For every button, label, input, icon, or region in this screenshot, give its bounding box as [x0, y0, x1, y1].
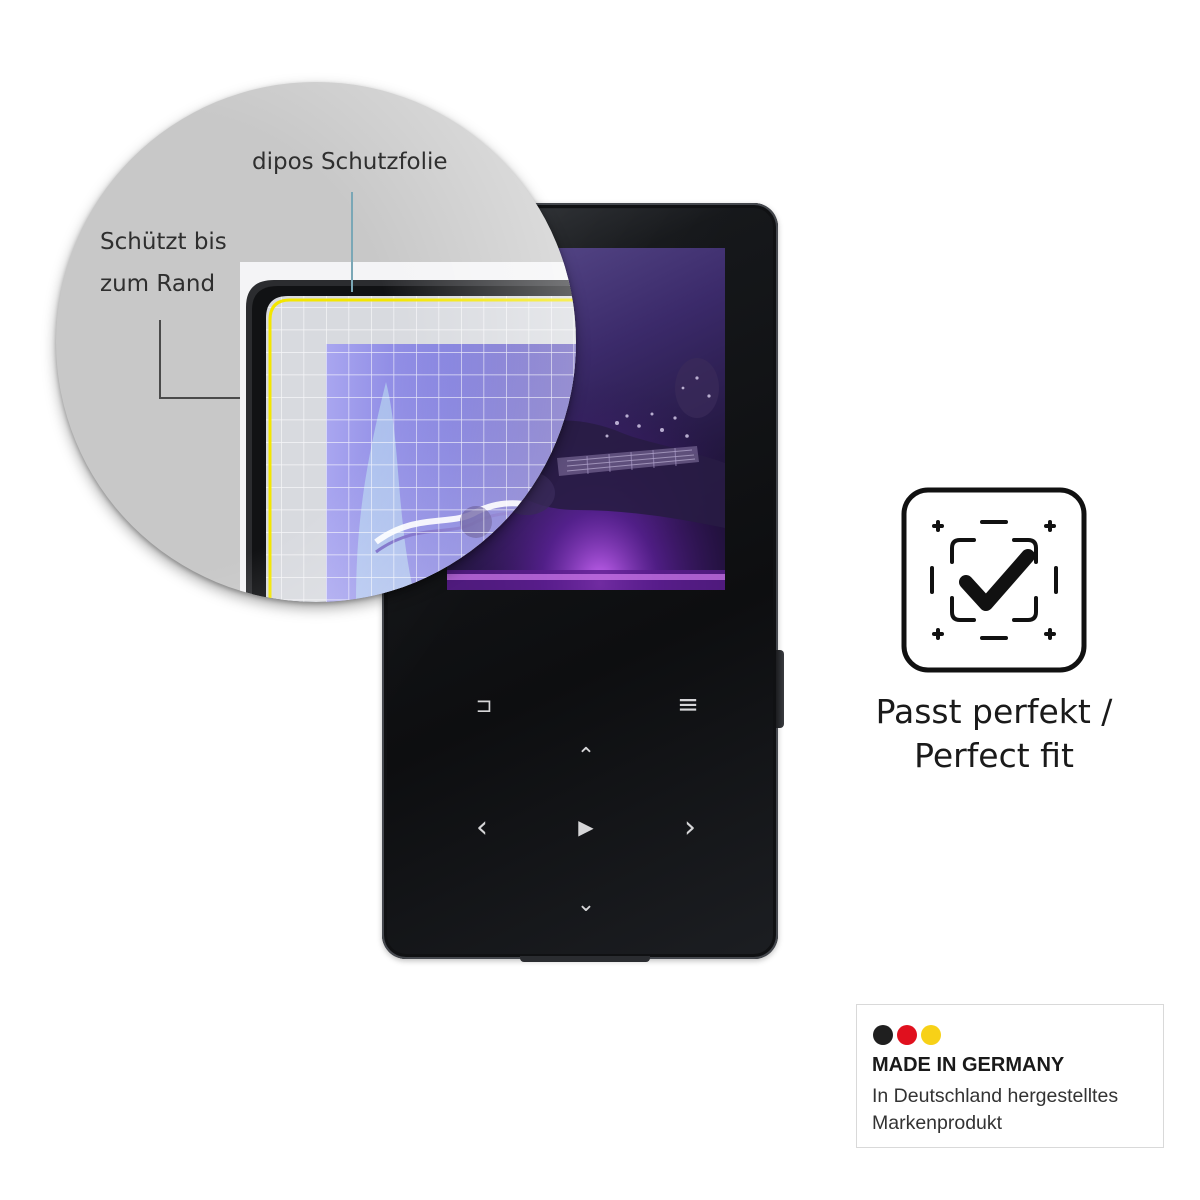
edge-callout-line1: Schützt bis — [100, 229, 227, 255]
perfect-fit-check-icon — [901, 487, 1087, 673]
previous-key-icon[interactable]: ‹ — [476, 809, 488, 845]
back-key-icon[interactable]: ⊐ — [475, 693, 493, 717]
magnifier-detail: dipos Schutzfolie Schützt bis zum Rand — [56, 82, 576, 602]
made-in-germany-title: MADE IN GERMANY — [872, 1054, 1065, 1076]
down-key-icon[interactable]: ⌄ — [576, 891, 596, 917]
made-in-germany-subtitle: In Deutschland hergestelltes Markenprodu… — [872, 1083, 1118, 1137]
film-callout-label: dipos Schutzfolie — [252, 149, 448, 175]
made-in-subtitle-line1: In Deutschland hergestelltes — [872, 1085, 1119, 1107]
play-key-icon[interactable]: ▶ — [578, 815, 594, 839]
device-bottom-port — [520, 956, 650, 962]
made-in-germany-badge: MADE IN GERMANY In Deutschland hergestel… — [856, 1004, 1164, 1148]
perfect-fit-caption: Passt perfekt / Perfect fit — [850, 690, 1138, 778]
fit-caption-line1: Passt perfekt / — [875, 692, 1113, 731]
flag-dot-gold — [921, 1025, 941, 1045]
edge-callout-line2: zum Rand — [100, 271, 216, 297]
next-key-icon[interactable]: › — [684, 809, 696, 845]
flag-dot-red — [897, 1025, 917, 1045]
side-button — [776, 650, 784, 728]
flag-dot-black — [873, 1025, 893, 1045]
made-in-subtitle-line2: Markenprodukt — [872, 1112, 1003, 1134]
film-detail-illustration — [56, 82, 576, 602]
up-key-icon[interactable]: ⌃ — [576, 743, 596, 769]
fit-caption-line2: Perfect fit — [914, 736, 1074, 775]
menu-key-icon[interactable]: ≡ — [677, 690, 699, 720]
